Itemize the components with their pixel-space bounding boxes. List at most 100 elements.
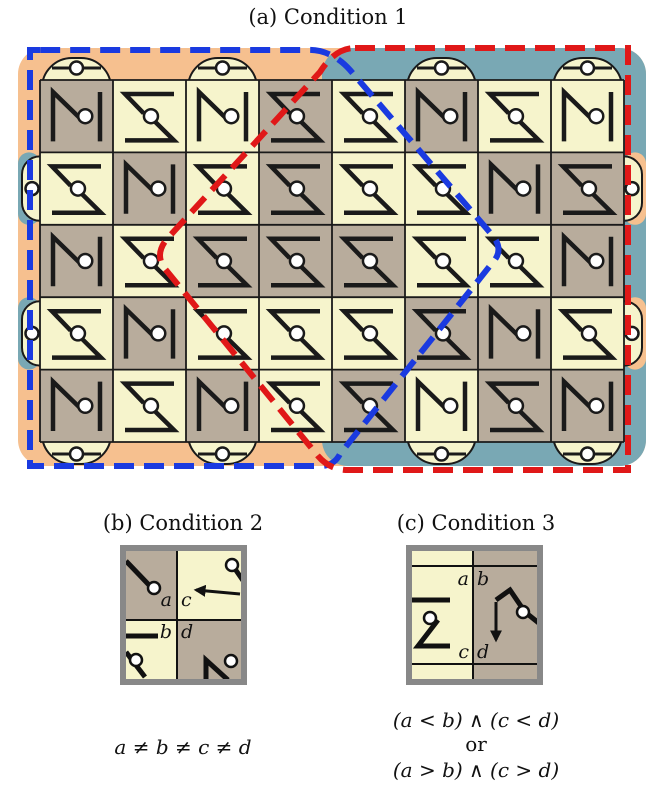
- tile-edge-s: [119, 236, 174, 260]
- capsule-node: [68, 60, 85, 76]
- tile-edge-s: [411, 308, 466, 333]
- tile-node: [434, 252, 452, 270]
- tile-edge-s: [563, 192, 618, 216]
- tile-node: [515, 180, 532, 197]
- condition-3-formula-1: (a < b) ∧ (c < d): [393, 708, 559, 732]
- capsule-node: [433, 446, 450, 462]
- capsule-node: [579, 60, 596, 76]
- tile-edge-n: [123, 159, 157, 214]
- tile-node: [580, 180, 598, 197]
- panel-b-caption: (b) Condition 2: [103, 511, 263, 535]
- tile-edge-s: [271, 120, 326, 143]
- tile-node: [288, 397, 306, 415]
- tile-edge-s: [46, 308, 101, 333]
- tile-edge-s: [417, 192, 472, 216]
- block-c-frame: [406, 545, 543, 685]
- tile-edge-s: [490, 265, 545, 288]
- tile-node: [288, 252, 306, 270]
- tile-edge-s: [344, 337, 399, 360]
- tile-edge-n: [415, 376, 449, 431]
- tile-edge-s: [46, 164, 101, 188]
- tile-node: [69, 325, 87, 342]
- tile-edge-s: [557, 164, 612, 188]
- tile-edge-s: [484, 381, 539, 405]
- panel-a-caption: (a) Condition 1: [248, 5, 407, 29]
- tile-edge-s: [338, 91, 393, 115]
- tile-node: [150, 180, 167, 197]
- block-b-node-a: [146, 580, 162, 596]
- capsule-node: [433, 60, 450, 76]
- capsule-node: [214, 60, 231, 76]
- condition-3-tile-block: a b c d: [406, 545, 543, 685]
- tile-edge-s: [192, 236, 247, 260]
- tile-edge-s: [198, 192, 253, 216]
- tile-edge-s: [271, 265, 326, 288]
- condition-2-tile-block: a c b d: [120, 545, 247, 685]
- label-c-a: a: [458, 568, 469, 590]
- tile-edge-s: [484, 236, 539, 260]
- tile-node: [515, 325, 532, 342]
- tile-edge-n: [488, 303, 522, 359]
- block-b-tile-d: [177, 620, 244, 682]
- tile-edge-s: [338, 236, 393, 260]
- tile-edge-n: [561, 376, 595, 431]
- tile-node: [588, 107, 605, 125]
- grid-lines: [39, 79, 625, 443]
- block-c-node-b: [515, 604, 531, 620]
- tile-edge-n: [123, 303, 157, 359]
- tile-edge-s: [490, 120, 545, 143]
- tile-node: [588, 252, 605, 270]
- block-b-node-c: [224, 557, 240, 573]
- tile-node: [288, 325, 306, 342]
- tile-edge-s: [52, 337, 107, 360]
- label-c-d: d: [477, 641, 489, 663]
- tile-edge-s: [271, 192, 326, 216]
- capsule-node: [214, 446, 231, 462]
- tile-edge-s: [484, 91, 539, 115]
- tile-edge-s: [125, 409, 180, 433]
- label-b-b: b: [160, 621, 172, 643]
- tile-node: [442, 107, 459, 125]
- block-b-edge-a: [124, 559, 151, 587]
- tile-edge-s: [338, 308, 393, 333]
- tile-edge-s: [271, 409, 326, 433]
- label-b-d: d: [181, 621, 193, 643]
- label-c-b: b: [477, 568, 489, 590]
- tile-edge-s: [417, 337, 472, 360]
- block-c-left-tile: [409, 548, 473, 682]
- block-b-arrow: [193, 584, 241, 597]
- tile-node: [215, 252, 233, 270]
- tile-edge-n: [196, 86, 230, 142]
- panel-c-caption: (c) Condition 3: [397, 511, 556, 535]
- capsule-node: [68, 446, 85, 462]
- tile-edge-s: [563, 337, 618, 360]
- block-b-edge-d: [203, 654, 230, 682]
- label-c-c: c: [458, 641, 469, 663]
- tile-edge-n: [561, 86, 595, 142]
- tile-edge-n: [196, 376, 230, 431]
- tile-edge-s: [198, 265, 253, 288]
- tile-node: [361, 325, 379, 342]
- tile-node: [580, 325, 598, 342]
- tile-edge-s: [411, 236, 466, 260]
- tile-node: [361, 252, 379, 270]
- tile-grid: [40, 80, 624, 442]
- tile-edge-n: [561, 231, 595, 287]
- tile-node: [288, 180, 306, 197]
- tile-edge-s: [265, 236, 320, 260]
- block-b-node-b: [128, 652, 144, 668]
- tile-edge-n: [50, 86, 84, 142]
- condition-2-formula: a ≠ b ≠ c ≠ d: [114, 735, 251, 759]
- tile-node: [288, 107, 306, 125]
- condition-3-formula-2: (a > b) ∧ (c > d): [393, 758, 559, 782]
- tile-edge-s: [198, 337, 253, 360]
- tile-node: [69, 180, 87, 197]
- tile-edge-n: [50, 231, 84, 287]
- tile-node: [507, 252, 525, 270]
- tile-edge-s: [417, 265, 472, 288]
- tile-edge-s: [344, 192, 399, 216]
- label-b-c: c: [181, 589, 192, 611]
- tile-node: [223, 107, 240, 125]
- tile-node: [223, 397, 240, 415]
